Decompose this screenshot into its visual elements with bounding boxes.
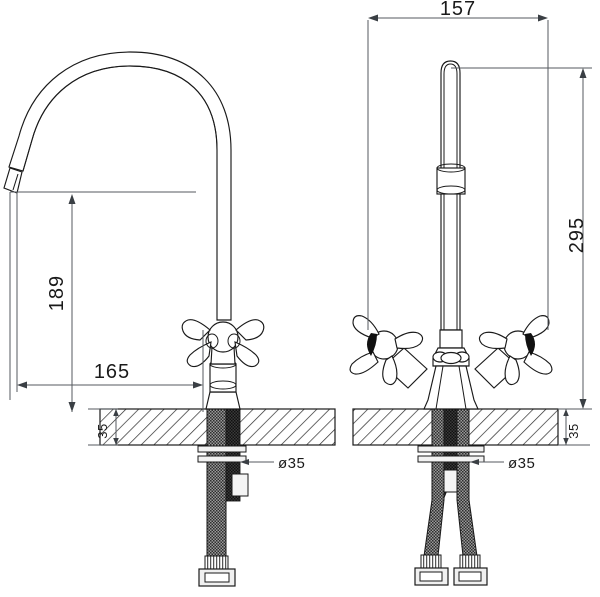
- dimension-35-right: [558, 408, 590, 446]
- cross-handle-right-left: [349, 315, 428, 389]
- cross-handle-left: [181, 319, 265, 368]
- faucet-body-left: [205, 321, 241, 410]
- dim-label-35-right: 35: [566, 423, 581, 438]
- dim-label-157: 157: [440, 0, 476, 20]
- dim-label-295: 295: [566, 217, 588, 253]
- callout-label-dia35-right: ø35: [508, 455, 535, 472]
- aerator-left: [3, 167, 23, 194]
- side-view-group: [3, 51, 336, 587]
- spout-right: [423, 60, 479, 410]
- callout-dia35-left: [240, 459, 274, 465]
- dim-label-165: 165: [94, 361, 130, 383]
- callout-label-dia35-left: ø35: [278, 455, 305, 472]
- shank-left: [197, 408, 249, 587]
- callout-dia35-right: [470, 459, 504, 465]
- cross-handle-right-right: [474, 315, 553, 389]
- dimension-189: [9, 191, 196, 412]
- dim-label-189: 189: [46, 275, 68, 311]
- front-view-group: [349, 14, 592, 586]
- dimension-165: [16, 192, 204, 412]
- dim-label-35-left: 35: [95, 423, 110, 438]
- dimension-35-left: [88, 408, 119, 446]
- dimension-157: [367, 14, 549, 330]
- spout-left: [8, 51, 232, 321]
- shanks-right: [414, 408, 488, 586]
